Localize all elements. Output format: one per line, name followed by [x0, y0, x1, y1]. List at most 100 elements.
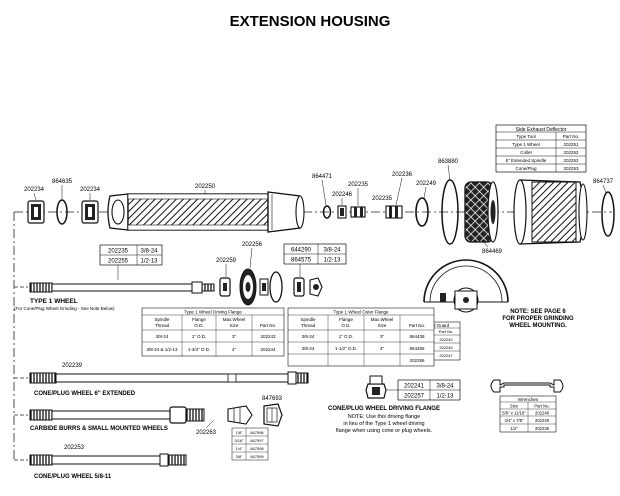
table-header: Thread — [301, 323, 316, 328]
table-cell: 1/2-13 — [323, 258, 341, 264]
table-cell: 1/2" — [510, 426, 518, 431]
wrench — [490, 379, 564, 393]
flange-title: CONE/PLUG WHEEL DRIVING FLANGE — [328, 406, 440, 412]
table-cell: 864438 — [409, 334, 425, 339]
table-cell: 864575 — [291, 258, 312, 264]
part-label: 202235 — [348, 182, 369, 188]
table-title: Wrenches — [518, 397, 539, 402]
wheel-guard — [423, 259, 509, 313]
part-label: 863880 — [438, 159, 459, 165]
table-header: Part No. — [409, 323, 426, 328]
type1-spindle — [29, 281, 215, 294]
table-header: O.D. — [194, 323, 203, 328]
table-cell: 202286 — [409, 358, 425, 363]
table-header: Thread — [155, 323, 170, 328]
table-cell: 1/2-13 — [140, 259, 158, 265]
table-header: Part No. — [260, 323, 277, 328]
table-cell: 202238 — [535, 426, 550, 431]
table-cell: 3/8-24 — [156, 334, 169, 339]
outer-flange-table — [287, 307, 435, 367]
small-bearing — [337, 205, 347, 219]
table-cell: 4" — [380, 346, 385, 351]
cone-plug-6-label: CONE/PLUG WHEEL 6" EXTENDED — [34, 391, 136, 397]
table-cell: 3/8-24 — [436, 384, 454, 390]
table-cell: 3/8-24 — [140, 249, 158, 255]
table-header: Part No. — [563, 134, 580, 139]
table-cell: 202241 — [404, 384, 425, 390]
part-label: 202249 — [416, 181, 437, 187]
carbide-spindle — [29, 406, 205, 424]
bearing-part — [27, 200, 45, 224]
table-cell: 202255 — [108, 259, 129, 265]
table-cell: 1/8" — [236, 430, 244, 435]
table-cell: 3/8-24 — [302, 334, 315, 339]
table-cell: 847597 — [250, 438, 264, 443]
table-cell: 202244 — [260, 347, 276, 352]
table-header: Max.Wheel — [371, 317, 394, 322]
table-cell: 3/8-24 — [302, 346, 315, 351]
table-cell: 847599 — [250, 454, 264, 459]
table-title: Wheel Guard — [423, 323, 450, 328]
table-cell: 202242 — [439, 337, 453, 342]
outer-flange-nut — [293, 277, 323, 297]
extension-housing — [107, 191, 305, 233]
part-label: 202246 — [332, 192, 353, 198]
table-cell: 202251 — [563, 142, 579, 147]
table-cell: 3" — [232, 334, 237, 339]
table-header: Spindle — [300, 317, 316, 322]
table-cell: 202245 — [439, 345, 453, 350]
table-header: Type Tool — [516, 134, 535, 139]
table-cell: 847596 — [250, 430, 264, 435]
snap-ring — [415, 197, 429, 227]
table-cell: 3/4" x 7/8" — [504, 418, 524, 423]
part-label: 202256 — [242, 242, 263, 248]
table-cell: 3/8-24 & 1/2-13 — [146, 347, 178, 352]
extended-spindle — [29, 371, 309, 385]
flange-washer — [219, 277, 231, 297]
table-cell: 202235 — [108, 249, 129, 255]
part-label: 864469 — [482, 249, 503, 255]
outer-flange-part-box — [283, 243, 347, 265]
table-header: Flange — [192, 317, 206, 322]
table-cell: 6" Extended Spindle — [506, 158, 547, 163]
table-cell: 3" — [380, 334, 385, 339]
side-exhaust-table — [495, 124, 587, 173]
right-o-ring — [601, 191, 615, 237]
table-cell: 202252 — [563, 150, 579, 155]
bearing-part — [81, 200, 99, 224]
table-cell: Type 1 Wheel — [512, 142, 540, 147]
part-label: 202235 — [372, 196, 393, 202]
part-label: 202234 — [80, 187, 101, 193]
part-label: 202263 — [196, 430, 217, 436]
part-label: 864635 — [52, 179, 73, 185]
spindle-part-box — [99, 244, 163, 266]
table-cell: 3/16" — [234, 438, 244, 443]
spacer-part — [385, 205, 403, 219]
table-cell: 5/8" x 11/16" — [502, 411, 526, 416]
flange-note: NOTE: Use this driving flange — [348, 414, 420, 420]
table-cell: 202253 — [563, 166, 579, 171]
table-header: Size — [230, 323, 239, 328]
table-header: Flange — [339, 317, 353, 322]
flange-note: flange when using cone or plug wheels. — [336, 428, 433, 434]
table-header: Part No. — [534, 404, 549, 409]
type1-note: (For Cone/Plug Wheel Grinding - See Note… — [14, 306, 115, 311]
table-cell: 202249 — [535, 418, 550, 423]
table-cell: 202243 — [260, 334, 276, 339]
part-label: 202234 — [24, 187, 45, 193]
table-cell: Cone/Plug — [515, 166, 537, 171]
note-line: WHEEL MOUNTING. — [509, 323, 567, 329]
diagram-title: EXTENSION HOUSING — [230, 13, 391, 30]
part-label: 202253 — [64, 445, 85, 451]
table-cell: 3/8" — [236, 454, 244, 459]
small-shaft — [350, 206, 366, 218]
table-cell: 1/2-13 — [436, 394, 454, 400]
table-cell: Collet — [520, 150, 532, 155]
table-cell: 1" O.D. — [339, 334, 354, 339]
type1-grinding-wheel — [239, 268, 283, 306]
cone-plug-driving-flange — [365, 375, 387, 399]
table-header: Spindle — [154, 317, 170, 322]
inner-flange-table — [141, 307, 285, 357]
